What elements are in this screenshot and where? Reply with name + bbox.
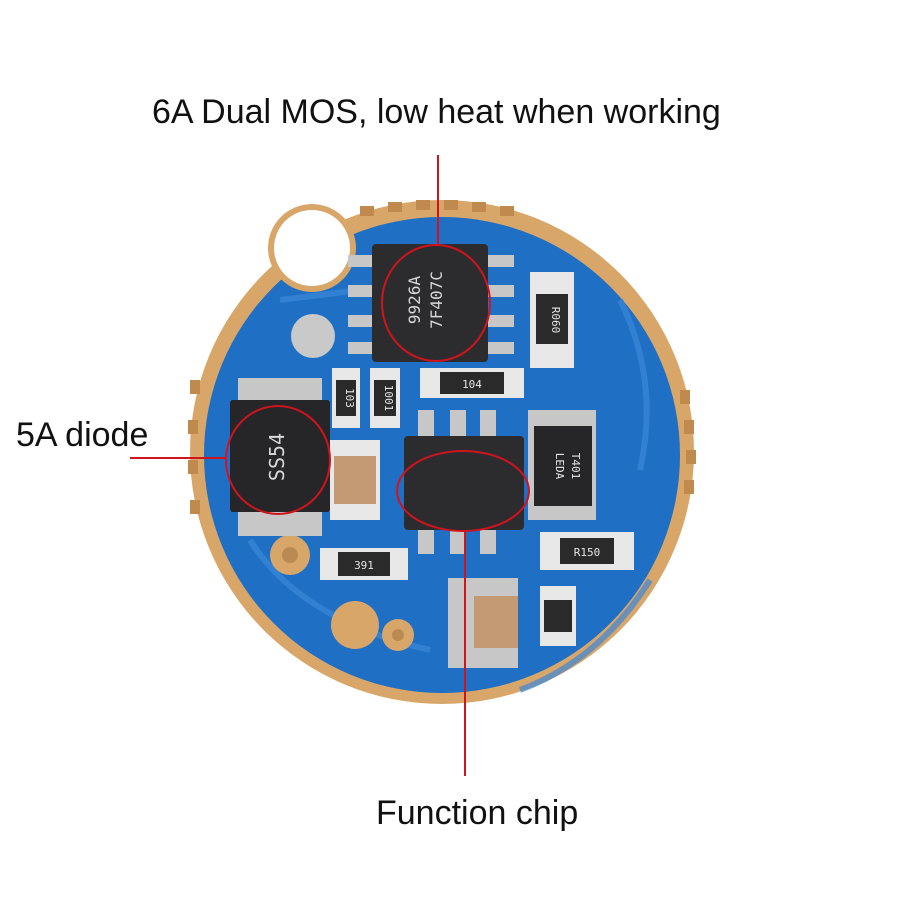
r060-marking: R060 <box>549 307 562 334</box>
r1001-marking: 1001 <box>382 385 395 412</box>
solder-pad <box>291 314 335 358</box>
resistor-103: 103 <box>332 368 360 428</box>
mos-marking-1: 9926A <box>405 276 424 325</box>
led-chip-marking-2: T401 <box>569 453 582 480</box>
led-chip-marking-1: LEDA <box>553 453 566 480</box>
r103-marking: 103 <box>343 388 356 408</box>
function-chip <box>404 410 524 554</box>
resistor-1001: 1001 <box>370 368 400 428</box>
capacitor-104: 104 <box>420 368 524 398</box>
chip-annotation-label: Function chip <box>376 794 579 832</box>
resistor-391: 391 <box>320 548 408 580</box>
diode-highlight-circle <box>225 405 331 515</box>
diode-ss54: SS54 <box>230 378 330 536</box>
r150-marking: R150 <box>574 546 601 559</box>
resistor-r150: R150 <box>540 532 634 570</box>
resistor-r060: R060 <box>530 272 574 368</box>
chip-highlight-circle <box>396 450 530 532</box>
mos-highlight-circle <box>381 244 491 362</box>
led-driver-chip: LEDA T401 <box>528 410 596 520</box>
diode-marking: SS54 <box>265 433 289 481</box>
gold-pad <box>331 601 379 649</box>
mos-marking-2: 7F407C <box>427 271 446 329</box>
capacitor-bottom <box>448 578 518 668</box>
highlight-annotations <box>130 155 530 776</box>
capacitor-tan <box>330 440 380 520</box>
r391-marking: 391 <box>354 559 374 572</box>
board-edge-teeth <box>188 200 696 514</box>
diode-annotation-label: 5A diode <box>16 416 149 454</box>
mos-chip: 9926A 7F407C <box>348 244 514 362</box>
mos-annotation-label: 6A Dual MOS, low heat when working <box>152 93 721 131</box>
resistor-bottom-right <box>540 586 576 646</box>
c104-marking: 104 <box>462 378 482 391</box>
